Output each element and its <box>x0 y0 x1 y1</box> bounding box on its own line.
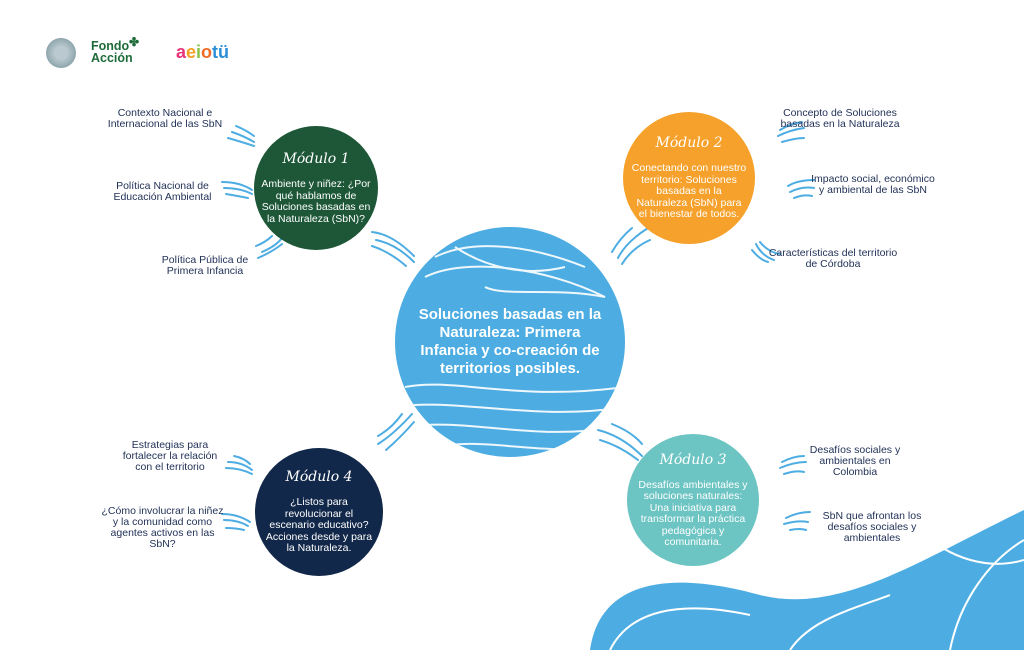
decorative-wave-shape <box>590 510 1024 650</box>
module-3-topic: Desafíos sociales y ambientales en Colom… <box>809 444 901 478</box>
aeiotu-logo: aeiotü <box>176 42 229 63</box>
government-seal-logo <box>46 38 76 68</box>
module-1-topic: Política Nacional de Educación Ambiental <box>113 180 212 203</box>
module-2-topic: Concepto de Soluciones basadas en la Nat… <box>780 107 900 130</box>
module-1-title: Módulo 1 <box>282 151 350 167</box>
module-3-title: Módulo 3 <box>659 451 727 468</box>
module-2-circle[interactable]: Módulo 2 Conectando con nuestro territor… <box>623 112 755 244</box>
module-4-topic: Estrategias para fortalecer la relación … <box>122 439 218 473</box>
module-3-topic: SbN que afrontan los desafíos sociales y… <box>822 510 922 544</box>
module-3-description: Desafíos ambientales y soluciones natura… <box>638 478 748 548</box>
module-2-topic: Impacto social, económico y ambiental de… <box>811 173 935 196</box>
module-1-circle[interactable]: Módulo 1 Ambiente y niñez: ¿Por qué habl… <box>254 126 378 250</box>
leaf-icon: ✤ <box>129 35 140 49</box>
module-2-topic: Características del territorio de Córdob… <box>768 247 898 270</box>
central-topic-circle: Soluciones basadas en la Naturaleza: Pri… <box>395 227 625 457</box>
logo-letter: tü <box>212 42 230 62</box>
module-2-title: Módulo 2 <box>655 135 723 152</box>
fondo-accion-logo: Fondo Acción ✤ <box>91 36 139 65</box>
module-4-circle[interactable]: Módulo 4 ¿Listos para revolucionar el es… <box>255 448 383 576</box>
module-3-circle[interactable]: Módulo 3 Desafíos ambientales y solucion… <box>627 434 759 566</box>
module-4-description: ¿Listos para revolucionar el escenario e… <box>265 496 373 555</box>
module-1-topic: Política Pública de Primera Infancia <box>161 254 249 277</box>
water-pattern-decoration <box>395 245 625 451</box>
module-4-title: Módulo 4 <box>285 469 353 486</box>
module-4-topic: ¿Cómo involucrar la niñez y la comunidad… <box>101 505 224 550</box>
module-1-topic: Contexto Nacional e Internacional de las… <box>107 107 223 130</box>
logo-letter: a <box>176 42 187 62</box>
logo-letter: o <box>201 42 213 62</box>
logo-letter: i <box>196 42 202 62</box>
logo-letter: e <box>186 42 197 62</box>
fondo-accion-text: Fondo Acción <box>91 39 133 65</box>
module-2-description: Conectando con nuestro territorio: Soluc… <box>631 162 747 221</box>
module-1-description: Ambiente y niñez: ¿Por qué hablamos de S… <box>261 178 371 225</box>
central-topic-title: Soluciones basadas en la Naturaleza: Pri… <box>418 306 602 377</box>
